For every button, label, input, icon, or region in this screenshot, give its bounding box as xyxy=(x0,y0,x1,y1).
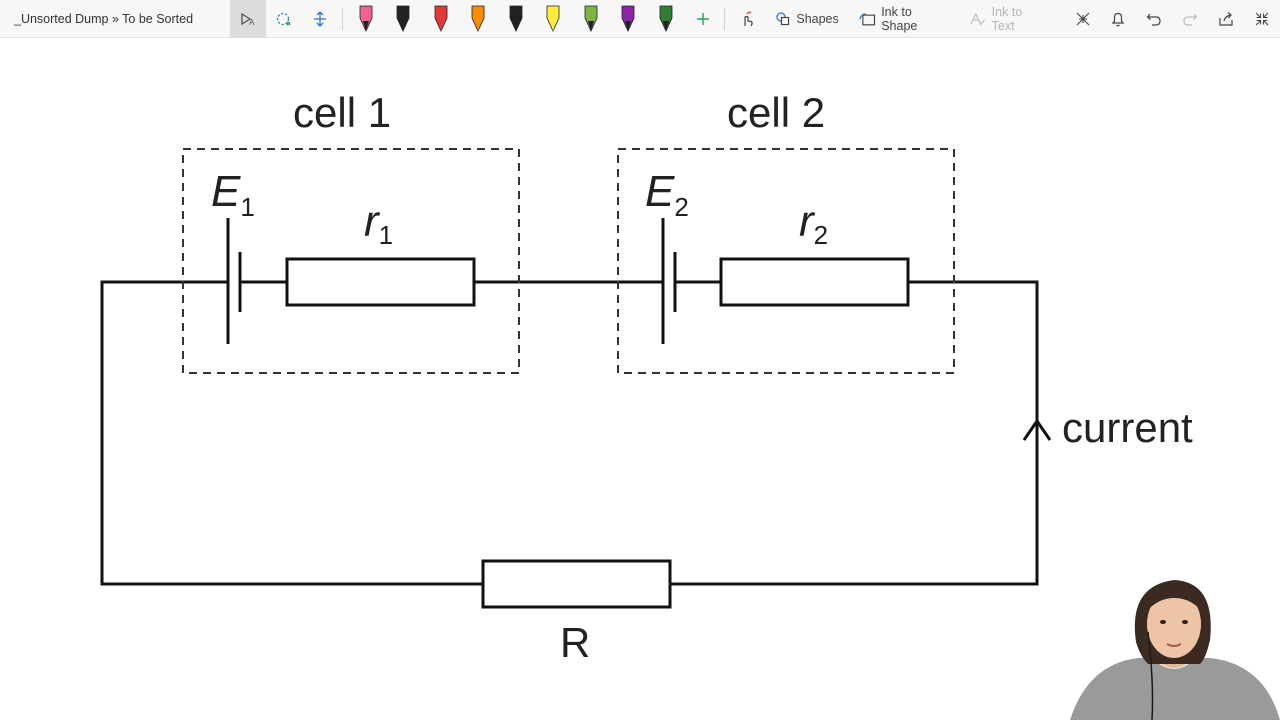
breadcrumb[interactable]: _Unsorted Dump » To be Sorted xyxy=(14,11,194,26)
pen-icon xyxy=(659,5,673,32)
circuit-wires xyxy=(100,280,1039,586)
current-label: current xyxy=(1062,404,1193,451)
touch-draw-button[interactable] xyxy=(729,0,765,38)
pen-icon xyxy=(584,5,598,32)
emf1-symbol: E xyxy=(211,167,241,216)
svg-text:A: A xyxy=(249,18,255,27)
share-button[interactable] xyxy=(1208,0,1244,38)
ink-to-text-icon xyxy=(970,12,986,25)
pen-icon xyxy=(509,5,523,32)
ruler-button[interactable] xyxy=(1065,0,1101,38)
shapes-icon xyxy=(776,11,790,25)
presenter-mouth xyxy=(1166,643,1182,647)
pen-black-2-button[interactable] xyxy=(497,0,535,38)
toolbar-divider xyxy=(724,7,726,30)
pen-green-button[interactable] xyxy=(647,0,685,38)
cell1-label: cell 1 xyxy=(293,89,391,136)
pen-icon xyxy=(471,5,485,32)
presenter-face xyxy=(1147,590,1201,658)
pen-tray xyxy=(347,0,685,38)
pen-icon xyxy=(621,5,635,32)
redo-button[interactable] xyxy=(1172,0,1208,38)
bell-icon xyxy=(1112,12,1125,26)
presenter-eye-right xyxy=(1182,620,1188,624)
eraser-button[interactable] xyxy=(266,0,302,38)
undo-button[interactable] xyxy=(1136,0,1172,38)
external-resistor-label: R xyxy=(560,619,590,666)
collapse-button[interactable] xyxy=(1244,0,1280,38)
emf1-battery-symbol xyxy=(226,218,242,344)
pen-icon xyxy=(359,5,373,32)
add-pen-button[interactable] xyxy=(685,0,721,38)
r2-label: r2 xyxy=(799,197,828,250)
ink-to-shape-button[interactable]: Ink to Shape xyxy=(849,0,959,38)
r1-subscript: 1 xyxy=(379,220,393,250)
presenter-headset-wire xyxy=(1147,631,1154,720)
pen-pink-button[interactable] xyxy=(347,0,385,38)
toolbar: _Unsorted Dump » To be Sorted A xyxy=(0,0,1280,38)
highlighter-yellow-button[interactable] xyxy=(535,0,573,38)
ink-to-shape-label: Ink to Shape xyxy=(881,4,918,33)
pen-black-1-button[interactable] xyxy=(385,0,423,38)
lasso-select-button[interactable]: A xyxy=(230,0,267,38)
emf1-subscript: 1 xyxy=(240,192,254,222)
pen-icon xyxy=(434,5,448,32)
presenter-shirt xyxy=(1070,658,1280,720)
add-space-icon xyxy=(314,10,327,27)
cell2-label: cell 2 xyxy=(727,89,825,136)
current-arrow-icon xyxy=(1022,418,1052,441)
r1-symbol: r xyxy=(364,197,381,246)
presenter-webcam xyxy=(1068,572,1280,720)
share-icon xyxy=(1219,11,1233,26)
external-resistor xyxy=(481,559,672,609)
r1-label: r1 xyxy=(364,197,393,250)
emf1-label: E1 xyxy=(211,167,255,222)
shapes-button[interactable]: Shapes xyxy=(765,0,848,38)
r2-symbol: r xyxy=(799,197,816,246)
collapse-icon xyxy=(1255,12,1269,25)
pen-orange-button[interactable] xyxy=(460,0,498,38)
ink-to-text-button[interactable]: Ink to Text xyxy=(959,0,1056,38)
ruler-icon xyxy=(1076,12,1089,25)
plus-icon xyxy=(696,12,709,25)
r2-subscript: 2 xyxy=(814,220,828,250)
presenter-hair-bangs xyxy=(1146,584,1204,614)
toolbar-divider xyxy=(342,7,344,30)
pen-galaxy-button[interactable] xyxy=(572,0,610,38)
emf2-symbol: E xyxy=(645,167,675,216)
cell2-boundary xyxy=(617,148,955,374)
r1-resistor xyxy=(285,257,476,307)
touch-draw-icon xyxy=(744,11,754,26)
note-canvas[interactable]: cell 1 cell 2 E1 r1 E2 r2 current R xyxy=(0,38,1280,720)
redo-icon xyxy=(1183,13,1198,26)
pen-purple-button[interactable] xyxy=(610,0,648,38)
presenter-eye-left xyxy=(1160,620,1166,624)
r2-resistor xyxy=(719,257,910,307)
add-space-button[interactable] xyxy=(302,0,338,38)
emf2-subscript: 2 xyxy=(674,192,688,222)
emf2-battery-symbol xyxy=(661,218,677,344)
ink-to-shape-icon xyxy=(859,12,875,25)
pen-icon xyxy=(396,5,410,32)
shapes-label: Shapes xyxy=(796,11,839,26)
circuit-diagram: cell 1 cell 2 E1 r1 E2 r2 current R xyxy=(100,89,1193,666)
emf2-label: E2 xyxy=(645,167,689,222)
ink-to-text-label: Ink to Text xyxy=(991,4,1023,33)
eraser-icon xyxy=(277,12,291,25)
pen-icon xyxy=(546,5,560,32)
cell1-boundary xyxy=(182,148,520,374)
lasso-select-icon: A xyxy=(241,12,255,27)
undo-icon xyxy=(1147,13,1161,26)
notifications-button[interactable] xyxy=(1101,0,1137,38)
pen-red-button[interactable] xyxy=(422,0,460,38)
